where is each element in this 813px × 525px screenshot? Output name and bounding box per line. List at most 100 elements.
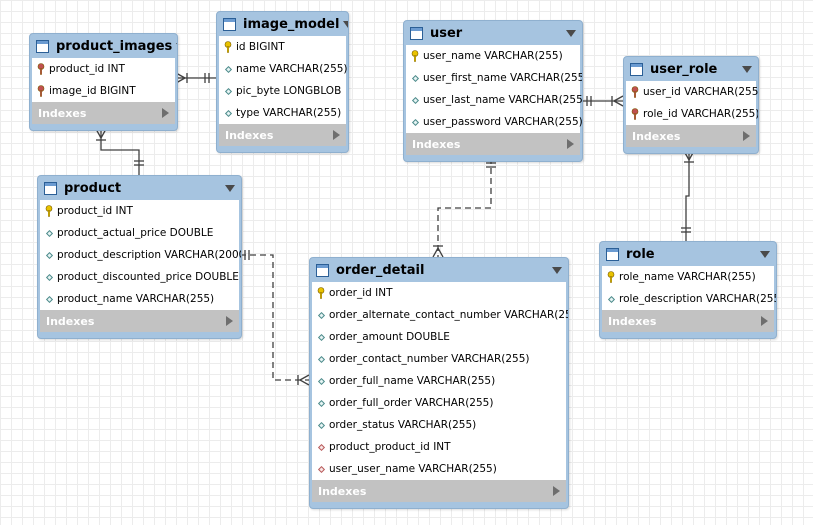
- column-row[interactable]: order_alternate_contact_number VARCHAR(2…: [312, 304, 569, 326]
- crows-foot-marker: [437, 247, 444, 258]
- attribute-icon: [410, 94, 420, 106]
- table-header[interactable]: order_detail: [310, 258, 568, 282]
- column-row[interactable]: user_user_name VARCHAR(255): [312, 458, 566, 480]
- primary-key-icon: [606, 271, 616, 283]
- collapse-toggle-icon[interactable]: [176, 42, 177, 50]
- column-row[interactable]: user_first_name VARCHAR(255): [406, 67, 583, 89]
- column-row[interactable]: order_full_order VARCHAR(255): [312, 392, 566, 414]
- attribute-icon: [410, 116, 420, 128]
- table-header[interactable]: image_model: [217, 12, 348, 36]
- table-header[interactable]: user: [404, 21, 582, 45]
- column-row[interactable]: product_id INT: [40, 200, 239, 222]
- column-label: product_description VARCHAR(2000): [57, 249, 242, 261]
- column-row[interactable]: user_name VARCHAR(255): [406, 45, 580, 67]
- column-label: order_full_name VARCHAR(255): [329, 375, 496, 387]
- indexes-section[interactable]: Indexes: [32, 102, 175, 124]
- column-row[interactable]: role_id VARCHAR(255): [626, 103, 758, 125]
- column-row[interactable]: order_contact_number VARCHAR(255): [312, 348, 566, 370]
- column-row[interactable]: order_amount DOUBLE: [312, 326, 566, 348]
- table-user[interactable]: user user_name VARCHAR(255) user_first_nam…: [403, 20, 583, 162]
- column-label: user_first_name VARCHAR(255): [423, 72, 583, 84]
- indexes-section[interactable]: Indexes: [626, 125, 756, 147]
- attribute-icon: [223, 63, 233, 75]
- table-icon: [630, 62, 643, 76]
- indexes-section[interactable]: Indexes: [40, 310, 239, 332]
- indexes-label: Indexes: [38, 106, 87, 120]
- column-row[interactable]: order_id INT: [312, 282, 566, 304]
- column-row[interactable]: image_id BIGINT: [32, 80, 175, 102]
- table-header[interactable]: product: [38, 176, 241, 200]
- column-row[interactable]: order_status VARCHAR(255): [312, 414, 566, 436]
- table-name: user: [430, 25, 463, 41]
- column-row[interactable]: role_description VARCHAR(255): [602, 288, 776, 310]
- column-row[interactable]: product_name VARCHAR(255): [40, 288, 239, 310]
- collapse-toggle-icon[interactable]: [225, 184, 235, 192]
- table-header[interactable]: role: [600, 242, 776, 266]
- collapse-toggle-icon[interactable]: [343, 20, 348, 28]
- table-icon: [36, 39, 49, 53]
- table-header[interactable]: product_images: [30, 34, 177, 58]
- column-label: type VARCHAR(255): [236, 107, 342, 119]
- indexes-section[interactable]: Indexes: [219, 124, 346, 146]
- column-row[interactable]: name VARCHAR(255): [219, 58, 348, 80]
- column-label: id BIGINT: [236, 41, 285, 53]
- collapse-toggle-icon[interactable]: [742, 65, 752, 73]
- indexes-section[interactable]: Indexes: [602, 310, 774, 332]
- indexes-section[interactable]: Indexes: [312, 480, 566, 502]
- collapse-toggle-icon[interactable]: [760, 250, 770, 258]
- expand-indexes-icon[interactable]: [226, 316, 233, 326]
- column-row[interactable]: user_id VARCHAR(255): [626, 81, 759, 103]
- column-label: user_id VARCHAR(255): [643, 86, 759, 98]
- column-row[interactable]: product_id INT: [32, 58, 175, 80]
- expand-indexes-icon[interactable]: [567, 139, 574, 149]
- column-row[interactable]: user_last_name VARCHAR(255): [406, 89, 582, 111]
- expand-indexes-icon[interactable]: [761, 316, 768, 326]
- table-user-role[interactable]: user_role user_id VARCHAR(255) role_id VAR…: [623, 56, 759, 154]
- table-header[interactable]: user_role: [624, 57, 758, 81]
- column-list: user_name VARCHAR(255) user_first_name VA…: [406, 45, 583, 133]
- table-icon: [606, 247, 619, 261]
- expand-indexes-icon[interactable]: [553, 486, 560, 496]
- column-row[interactable]: product_description VARCHAR(2000): [40, 244, 242, 266]
- collapse-toggle-icon[interactable]: [552, 266, 562, 274]
- column-row[interactable]: order_full_name VARCHAR(255): [312, 370, 566, 392]
- column-label: order_contact_number VARCHAR(255): [329, 353, 530, 365]
- table-icon: [316, 263, 329, 277]
- crows-foot-marker: [613, 95, 624, 102]
- column-row[interactable]: pic_byte LONGBLOB: [219, 80, 346, 102]
- indexes-section[interactable]: Indexes: [406, 133, 580, 155]
- crows-foot-marker: [613, 100, 624, 107]
- column-row[interactable]: user_password VARCHAR(255): [406, 111, 583, 133]
- column-row[interactable]: id BIGINT: [219, 36, 346, 58]
- indexes-label: Indexes: [412, 137, 461, 151]
- foreign-key-icon: [630, 86, 640, 98]
- expand-indexes-icon[interactable]: [333, 130, 340, 140]
- column-row[interactable]: role_name VARCHAR(255): [602, 266, 774, 288]
- column-label: user_user_name VARCHAR(255): [329, 463, 497, 475]
- attribute-icon: [44, 293, 54, 305]
- column-row[interactable]: product_actual_price DOUBLE: [40, 222, 239, 244]
- table-icon: [223, 17, 236, 31]
- crows-foot-marker: [299, 374, 310, 381]
- column-label: user_password VARCHAR(255): [423, 116, 583, 128]
- crows-foot-marker: [299, 379, 310, 386]
- column-row[interactable]: type VARCHAR(255): [219, 102, 346, 124]
- collapse-toggle-icon[interactable]: [566, 29, 576, 37]
- attribute-icon: [606, 293, 616, 305]
- column-row[interactable]: product_discounted_price DOUBLE: [40, 266, 239, 288]
- expand-indexes-icon[interactable]: [743, 131, 750, 141]
- column-label: order_alternate_contact_number VARCHAR(2…: [329, 309, 569, 321]
- foreign-attribute-icon: [316, 463, 326, 475]
- indexes-label: Indexes: [46, 314, 95, 328]
- table-icon: [44, 181, 57, 195]
- column-row[interactable]: product_product_id INT: [312, 436, 566, 458]
- expand-indexes-icon[interactable]: [162, 108, 169, 118]
